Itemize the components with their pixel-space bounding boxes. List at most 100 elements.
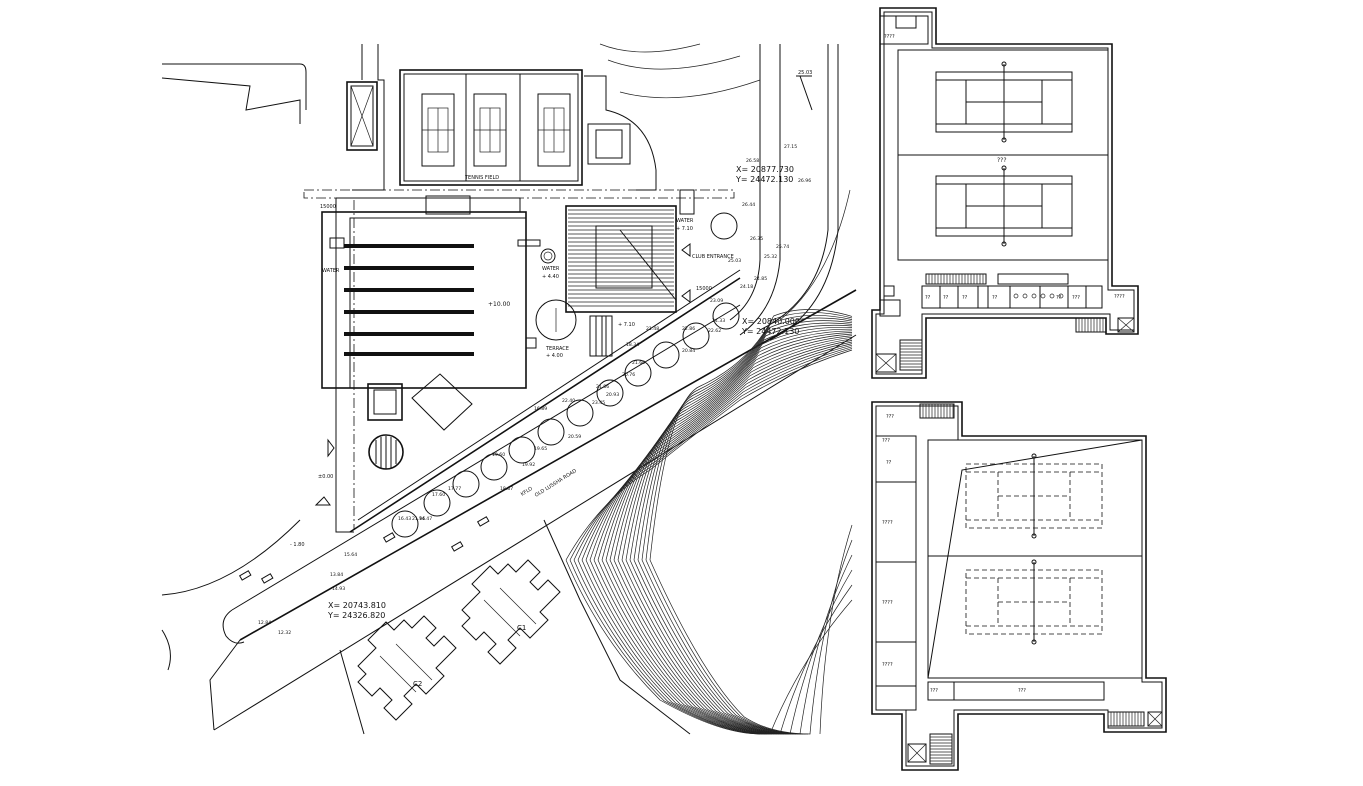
tennis-court-1	[421, 93, 455, 167]
spot-level: 14.93	[332, 586, 345, 592]
gate-walls	[352, 44, 385, 191]
contour-line	[809, 539, 853, 735]
site-boundary-left	[161, 519, 301, 596]
club-entrance-label: CLUB ENTRANCE	[692, 254, 734, 260]
spot-level: 12.84	[258, 620, 271, 626]
contour-line	[613, 330, 853, 735]
lower-floor-plan: ??? ??? ?? ???? ???? ???? ??? ???	[871, 401, 1167, 771]
upper-room-right: ????	[1114, 294, 1125, 300]
spot-level: 17.60	[432, 492, 445, 498]
tennis-field-label: TENNIS FIELD	[464, 175, 499, 181]
level-710: + 7.10	[618, 322, 635, 328]
access-road-left	[729, 44, 761, 321]
lower-bottom-room-2: ???	[1018, 688, 1026, 694]
upper-floor-plan: ??? ???? ????????????? ????	[871, 7, 1139, 379]
contour-line	[779, 584, 853, 735]
lower-bottom-room-1: ???	[930, 688, 938, 694]
spot-level: 16.43	[398, 516, 411, 522]
tennis-block-inner	[403, 73, 579, 182]
tree-row	[391, 212, 740, 538]
coord-top-y: Y= 24472.130	[735, 175, 793, 184]
upper-room-label: ???	[1072, 295, 1080, 301]
spot-level: 20.76	[622, 372, 635, 378]
spot-level: 25.03	[728, 258, 741, 264]
spot-level: 27.15	[784, 144, 797, 150]
spot-level: 16.89	[534, 406, 547, 412]
lower-stair-top	[919, 403, 955, 419]
building-c1-label: C1	[517, 624, 526, 632]
club-building	[565, 205, 677, 313]
fixture-icon	[1040, 293, 1046, 299]
upper-room-strip	[921, 285, 1103, 309]
dim-15000-a: 15000	[320, 204, 336, 210]
road-name-label: OLD LUSSHA ROAD	[534, 468, 578, 499]
water-label-3: WATER	[322, 268, 340, 274]
spot-level: 25.32	[764, 254, 777, 260]
road-center	[231, 304, 741, 611]
spot-level: 26.58	[746, 158, 759, 164]
pool-stairs	[425, 195, 471, 215]
terrace-steps	[589, 315, 613, 357]
coord-mid-y: Y= 24472.130	[741, 327, 799, 336]
gate-house	[346, 81, 378, 151]
contour-line	[769, 599, 853, 735]
water-label-2-level: + 4.40	[542, 274, 559, 280]
lower-room-2: ??	[886, 460, 892, 466]
upper-stair	[899, 339, 923, 371]
lower-room-1: ???	[882, 438, 890, 444]
lower-stair	[929, 733, 953, 765]
spot-level: 12.32	[278, 630, 291, 636]
upper-room-label: ??	[925, 295, 931, 301]
upper-elevator	[875, 353, 897, 373]
pavilion-diamond	[411, 373, 473, 431]
terrace-wall-2	[357, 269, 741, 521]
road-edge-bottom	[209, 639, 241, 731]
lower-room-column	[875, 435, 917, 711]
contour-road-1	[759, 44, 829, 331]
spot-levels: 27.1526.9626.5826.4426.3525.7425.3225.03…	[258, 144, 811, 636]
coord-bot-y: Y= 24326.820	[327, 611, 385, 620]
contour-road-2	[769, 44, 839, 341]
level-neg: - 1.80	[290, 542, 305, 548]
swimming-pool	[321, 211, 527, 389]
spot-level: 25.74	[776, 244, 789, 250]
lower-room-5: ????	[882, 662, 893, 668]
lower-room-4: ????	[882, 600, 893, 606]
contour-line	[569, 348, 853, 735]
contour-line	[621, 326, 853, 735]
pool-level: +10.00	[488, 301, 510, 308]
contour-line	[609, 332, 853, 735]
building-c1: C1	[461, 559, 561, 665]
lower-court-2	[965, 559, 1103, 645]
water-label-1: WATER	[676, 218, 694, 224]
contour-line	[581, 343, 853, 735]
club-annex-outline	[584, 75, 657, 191]
lower-room-strip	[927, 681, 1105, 701]
spot-level: 21.96	[412, 516, 425, 522]
contours-top	[599, 43, 761, 99]
tennis-court-2	[473, 93, 507, 167]
spot-level: 24.85	[754, 276, 767, 282]
building-c2-label: C2	[413, 680, 422, 688]
contour-line	[637, 317, 853, 735]
contour-line	[605, 333, 853, 735]
tennis-block-outline	[399, 69, 583, 186]
spot-level: 23.09	[710, 298, 723, 304]
site-boundary-lower-left	[161, 629, 171, 671]
spot-level: 18.34	[626, 342, 639, 348]
coord-mid-x: X= 20840.000	[742, 317, 800, 326]
spot-level: 18.87	[500, 486, 513, 492]
spot-level: 17.77	[448, 486, 461, 492]
water-feature	[540, 248, 556, 264]
site-plan: TENNIS FIELD +10.00 WATER 15000	[161, 43, 857, 735]
upper-corner-label: ????	[884, 34, 895, 40]
coord-bot-x: X= 20743.810	[328, 601, 386, 610]
contour-line	[617, 328, 853, 735]
lower-room-3: ????	[882, 520, 893, 526]
fixture-icon	[1049, 293, 1055, 299]
lower-court-1	[965, 453, 1103, 539]
contour-line	[577, 344, 853, 735]
contour-line	[625, 324, 853, 735]
fixture-icon	[1013, 293, 1019, 299]
lower-court-hall	[927, 439, 1143, 679]
